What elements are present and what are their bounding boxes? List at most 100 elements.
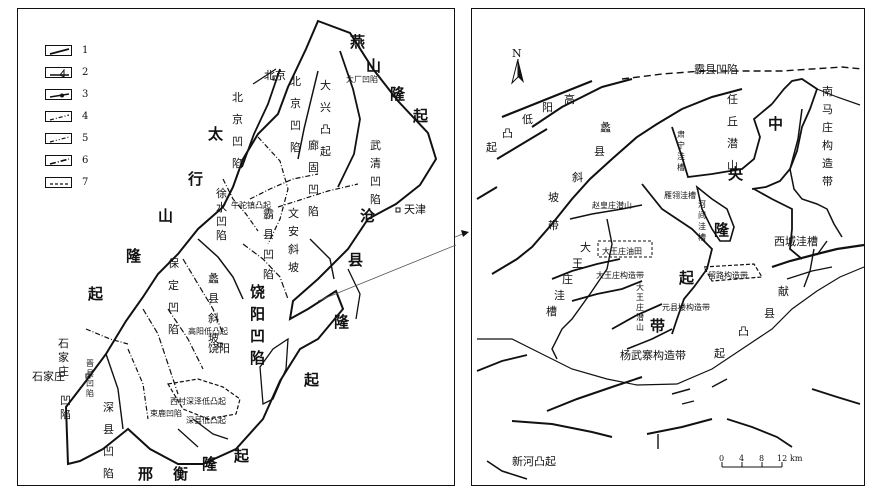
unit-lixian-slope-4: 坡 [548, 191, 559, 204]
unit-yongfeng: 雁翎洼槽 [664, 191, 696, 200]
legend-symbol-7 [45, 177, 72, 188]
legend-symbol-4 [45, 111, 72, 122]
label-taihang-4: 隆 [126, 247, 142, 265]
unit-zhaohuangzhuang: 赵皇庄潜山 [592, 201, 632, 210]
unit-xicheng: 西城洼槽 [774, 235, 818, 248]
legend-symbol-2 [45, 67, 72, 78]
legend-label-4: 4 [82, 111, 89, 122]
regional-map-panel: 1 2 3 4 5 6 7 [17, 8, 456, 486]
label-yanshan-3: 隆 [390, 85, 406, 103]
unit-baxian-sag: 霸县凹陷 [694, 63, 738, 76]
unit-dwz-sag-3: 庄 [562, 273, 573, 286]
unit-lixian-slope-1: 蠡 [600, 121, 611, 134]
unit-central-3: 隆 [714, 221, 730, 239]
unit-wuqing: 武清凹陷 [370, 139, 381, 206]
label-cangxian-4: 起 [304, 371, 320, 389]
unit-lixian-slope-3: 斜 [572, 171, 583, 184]
unit-central-4: 起 [679, 269, 695, 287]
unit-dwz-struct: 大王庄构造带 [596, 271, 644, 280]
unit-shenxian: 深县凹陷 [103, 401, 114, 480]
label-yanshan-1: 燕 [350, 33, 366, 51]
unit-gaoditu-2: 凸 [502, 127, 513, 140]
scale-bar [721, 462, 783, 468]
unit-dwz-sag-4: 洼 [554, 289, 565, 302]
legend-label-6: 6 [82, 155, 89, 166]
unit-wugou: 元县楼构造带 [662, 303, 710, 312]
unit-hejian: 河间洼槽 [698, 200, 706, 242]
unit-lixian-slope-5: 带 [548, 219, 559, 232]
unit-renqiu: 任丘潜山 [727, 93, 738, 172]
legend-symbol-1 [45, 45, 72, 56]
unit-daxing: 大兴凸起 [320, 79, 331, 158]
unit-lixian-slope-2: 县 [594, 145, 605, 158]
legend-label-7: 7 [82, 177, 89, 188]
label-taihang-2: 行 [188, 170, 204, 188]
unit-gaoditu-1: 起 [486, 141, 497, 154]
unit-xianxian-2: 县 [764, 307, 775, 320]
unit-central-5: 带 [650, 317, 666, 335]
unit-gaoditu-3: 低 [522, 113, 533, 126]
unit-langgu: 廊固凹陷 [308, 139, 319, 218]
scale-tick-4: 4 [739, 454, 745, 463]
label-xingheng-2: 衡 [173, 465, 189, 483]
scale-tick-0: 0 [719, 454, 725, 463]
scale-tick-12: 12 [777, 454, 788, 463]
unit-yangwuzhai: 杨武寨构造带 [620, 349, 686, 362]
legend-label-3: 3 [82, 89, 89, 100]
unit-central-2: 央 [728, 165, 744, 183]
city-raoyang: 饶阳 [208, 342, 230, 355]
unit-gaoditu-4: 阳 [542, 101, 553, 114]
label-taihang-5: 起 [88, 285, 104, 303]
structure-outline [476, 66, 865, 480]
north-label: N [512, 47, 522, 60]
unit-xicun: 西村深泽低凸起 [170, 397, 226, 406]
label-cangxian-3: 隆 [334, 313, 350, 331]
unit-baxian: 霸县凹陷 [263, 208, 274, 281]
unit-xinhe: 新河凸起 [512, 455, 556, 468]
detail-map-panel: N [471, 8, 865, 486]
legend-symbol-6 [45, 155, 72, 166]
unit-xianxian-3: 凸 [738, 325, 749, 338]
unit-xushui: 徐水凹陷 [216, 187, 227, 242]
jizhong-depression-outline [64, 19, 438, 466]
label-xingheng-4: 起 [234, 447, 250, 465]
unit-shijiazhuang-2: 凹陷 [60, 394, 71, 421]
unit-wenan: 文安斜坡 [288, 207, 299, 274]
scale-unit: km [790, 454, 803, 463]
unit-baoding: 保定凹陷 [168, 257, 179, 336]
index-pointer [317, 244, 456, 302]
unit-dwz-sag-5: 槽 [546, 305, 557, 318]
unit-raoyang: 饶阳凹陷 [250, 283, 266, 367]
unit-dwz-sag-2: 王 [572, 257, 583, 270]
unit-jinxian: 晋县凹陷 [86, 359, 94, 398]
legend-symbol-3 [45, 89, 72, 100]
unit-dwz-sag-1: 大 [580, 241, 591, 254]
unit-xianxian-4: 起 [714, 347, 725, 360]
city-beijing: 北京 [264, 69, 286, 82]
unit-dwz-hill: 大王庄潜山 [636, 283, 644, 332]
unit-nanmazhuang: 南马庄构造带 [822, 85, 833, 188]
label-cangxian-2: 县 [348, 251, 364, 269]
legend-symbol-5 [45, 133, 72, 144]
label-yanshan-2: 山 [366, 57, 382, 75]
scale-tick-8: 8 [759, 454, 765, 463]
unit-suning: 肃宁洼槽 [677, 130, 685, 172]
north-arrow-icon [511, 59, 524, 85]
unit-lixian: 蠡县斜坡 [208, 272, 219, 345]
arrow-icon [455, 230, 469, 238]
legend-label-2: 2 [82, 67, 89, 78]
unit-gaoditu-5: 高 [564, 93, 575, 106]
unit-xianxian-1: 献 [778, 285, 789, 298]
label-cangxian-1: 沧 [360, 207, 376, 225]
unit-central-1: 中 [768, 115, 784, 133]
unit-beijing-aoxian: 北京凹陷 [290, 75, 301, 154]
label-taihang-3: 山 [158, 207, 174, 225]
label-xingheng-1: 邢 [138, 465, 154, 483]
legend-label-5: 5 [82, 133, 89, 144]
label-yanshan-4: 起 [413, 107, 429, 125]
label-taihang-1: 太 [208, 125, 224, 143]
label-xingheng-3: 隆 [202, 455, 218, 473]
city-shijiazhuang: 石家庄 [32, 370, 65, 383]
unit-liulu: 留路构造带 [708, 271, 748, 280]
unit-shijiazhuang: 石家庄 [58, 337, 69, 378]
